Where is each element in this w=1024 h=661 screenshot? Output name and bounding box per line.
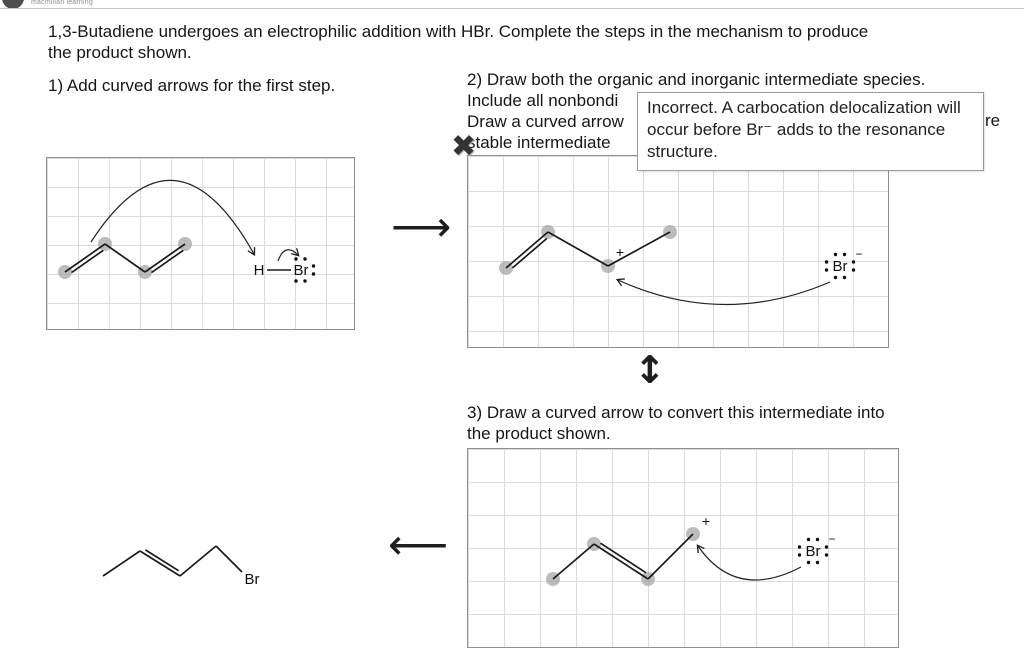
step2-line3-right-fragment: re	[985, 111, 1001, 130]
bromide-lone-pairs	[824, 252, 856, 280]
hbr-group[interactable]: H Br	[254, 248, 316, 283]
curved-arrow-pi-to-h[interactable]	[90, 179, 256, 257]
incorrect-icon: ✖	[451, 129, 477, 164]
cation-bonds[interactable]	[505, 231, 671, 269]
step3-canvas[interactable]: + Br −	[467, 448, 899, 648]
butadiene-bonds[interactable]	[64, 243, 186, 274]
bromide-label[interactable]: Br	[833, 258, 848, 275]
top-bar: macmillan learning	[0, 0, 1024, 9]
step3-label: 3) Draw a curved arrow to convert this i…	[467, 402, 885, 444]
h-atom-label[interactable]: H	[254, 262, 265, 279]
step2-line2: Include all nonbondi	[467, 91, 619, 110]
resonance-bonds[interactable]	[552, 533, 694, 580]
step2-label: 2) Draw both the organic and inorganic i…	[467, 69, 925, 153]
step3-line1: 3) Draw a curved arrow to convert this i…	[467, 403, 885, 422]
question-text: 1,3-Butadiene undergoes an electrophilic…	[48, 21, 868, 63]
feedback-tooltip: Incorrect. A carbocation delocalization …	[637, 92, 984, 171]
resonance-plus-charge[interactable]: +	[702, 513, 710, 529]
question-line2: the product shown.	[48, 43, 192, 62]
step-transition-right-arrow: ⟶	[391, 202, 452, 251]
bromide2-label[interactable]: Br	[806, 543, 821, 560]
step2-line1: 2) Draw both the organic and inorganic i…	[467, 70, 926, 89]
step-transition-left-arrow: ⟵	[388, 520, 449, 569]
step1-canvas[interactable]: H Br	[46, 157, 355, 330]
resonance-updown-arrow: ↕	[634, 348, 666, 392]
br-atom-label[interactable]: Br	[294, 262, 309, 279]
resonance-vertex-dots[interactable]	[546, 527, 700, 586]
product-bonds	[102, 545, 243, 577]
bromide2-charge: −	[828, 532, 835, 546]
brand-name: macmillan learning	[31, 0, 93, 6]
bromide-ion[interactable]: Br −	[824, 247, 863, 280]
curved-arrow-br-to-resonance-cation[interactable]	[696, 544, 802, 581]
step1-drawing[interactable]: H Br	[47, 158, 356, 331]
curved-arrow-br-to-cation[interactable]	[615, 278, 831, 306]
step2-drawing[interactable]: + Br −	[468, 156, 890, 349]
step2-canvas[interactable]: + Br −	[467, 155, 889, 348]
product-br-label: Br	[245, 571, 260, 588]
br-lone-pairs	[294, 257, 316, 283]
curved-arrow-bond-to-br[interactable]	[277, 248, 300, 262]
step3-drawing[interactable]: + Br −	[468, 449, 900, 649]
cation-plus-charge[interactable]: +	[616, 244, 624, 260]
step1-label: 1) Add curved arrows for the first step.	[48, 76, 336, 95]
question-line1: 1,3-Butadiene undergoes an electrophilic…	[48, 22, 869, 41]
bromide2-lone-pairs	[797, 537, 829, 565]
step2-line3: Draw a curved arrow	[467, 112, 624, 131]
bromide-charge: −	[855, 247, 862, 261]
step2-line4: stable intermediate	[467, 133, 611, 152]
step3-line2: the product shown.	[467, 424, 611, 443]
brand-logo-icon	[2, 0, 24, 8]
bromide-ion-2[interactable]: Br −	[797, 532, 836, 565]
product-structure: Br	[102, 545, 260, 588]
